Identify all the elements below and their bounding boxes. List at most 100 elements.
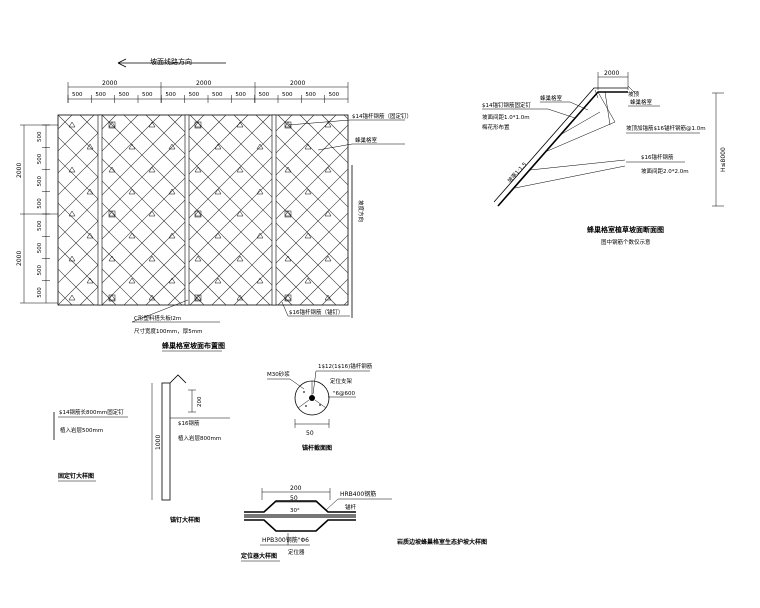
panel-seam <box>184 114 190 306</box>
fixing-nail-symbol <box>68 166 76 173</box>
plan-callout-joint-2: 尺寸宽度100mm，厚5mm <box>134 327 202 335</box>
fixing-nail-symbol <box>256 143 264 150</box>
fixing-nail-symbol <box>324 255 332 262</box>
fixing-nail-symbol <box>214 277 222 284</box>
direction-arrow <box>117 58 226 68</box>
fixing-nail-symbol <box>214 188 222 195</box>
anchor-label-1: $16钢筋 <box>178 419 200 427</box>
bolt-label-grout: M30砂浆 <box>267 370 290 378</box>
anchor-symbol <box>284 294 292 302</box>
plan-callout-bolt16: $16锚杆钢筋（锚钉） <box>289 308 344 316</box>
anchor-title: 锚钉大样图 <box>170 516 200 524</box>
section-label-top2: 蜂巢格室 <box>630 98 653 106</box>
plan-dim-sub: 500 <box>72 92 83 98</box>
section-label-fix1: $14锚钉钢筋固定钉 <box>482 101 531 109</box>
anchor-bar <box>161 382 171 501</box>
fixing-nail-symbol <box>304 188 312 195</box>
cell-mesh <box>57 114 349 306</box>
plan-dim-sub: 500 <box>165 92 176 98</box>
plan-dim-left-sub: 500 <box>37 131 43 142</box>
fixing-nail-symbol <box>256 188 264 195</box>
fixing-nail-symbol <box>108 294 116 301</box>
plan-callout-anchor: $14锚杆钢筋（固定钉） <box>352 112 412 120</box>
bolt-dim-50: 50 <box>306 430 314 437</box>
section-label-fix2: 坡面间距1.0*1.0m <box>482 113 530 121</box>
anchor-symbol <box>284 210 292 218</box>
fixing-nail-symbol <box>108 166 116 173</box>
anchor-symbol <box>194 294 202 302</box>
bolt-title: 锚杆截面图 <box>302 444 332 452</box>
fixing-nail-symbol <box>324 210 332 217</box>
fixing-nail-symbol <box>324 121 332 128</box>
anchor-symbol <box>108 294 116 302</box>
fixing-nail-symbol <box>236 294 244 301</box>
panel-seam <box>271 114 277 306</box>
fixing-nail-symbol <box>108 255 116 262</box>
fixing-nail-symbol <box>304 277 312 284</box>
nail-label-1: $14钢筋长800mm固定钉 <box>59 408 124 416</box>
fixing-nail-symbol <box>236 166 244 173</box>
section-anchors <box>514 91 626 189</box>
fixing-nail-symbol <box>128 143 136 150</box>
plan-dim-left-2: 2000 <box>16 251 23 266</box>
locator-label-loc: 定位器 <box>288 548 305 556</box>
fixing-nail-symbol <box>284 121 292 128</box>
fixing-nail-symbol <box>148 255 156 262</box>
plan-callout-cell: 蜂巢格室 <box>355 136 378 144</box>
fixing-nail-symbol <box>194 166 202 173</box>
section-note: 图中钢筋个数仅示意 <box>601 238 651 246</box>
plan-dim-sub: 500 <box>259 92 270 98</box>
fixing-nail-symbol <box>284 294 292 301</box>
plan-direction-label: 坡面线路方向 <box>150 57 192 66</box>
anchor-dim-1000: 1000 <box>155 435 162 450</box>
section-view: 2000 H≤8000 坡顶 蜂巢格室 蜂巢格室 $14锚钉钢筋固定钉 坡面间距… <box>482 70 727 246</box>
section-label-top1: 坡顶 <box>628 90 640 98</box>
plan-dim-sub: 500 <box>305 92 316 98</box>
fixing-nail-symbol <box>304 143 312 150</box>
plan-title: 蜂巢格室坡面布置图 <box>162 341 225 350</box>
fixing-nail-symbol <box>194 121 202 128</box>
locator-title: 定位器大样图 <box>240 552 277 560</box>
locator-dim-200: 200 <box>290 485 302 492</box>
plan-dim-left-sub: 500 <box>37 265 43 276</box>
anchor-symbol <box>108 121 116 129</box>
fixing-nail-symbol <box>168 188 176 195</box>
plan-dim-sub: 500 <box>95 92 106 98</box>
fixing-nail-symbol <box>324 294 332 301</box>
plan-dim-sub: 500 <box>119 92 130 98</box>
fixing-nail-symbol <box>86 277 94 284</box>
fixing-nail-symbol <box>256 232 264 239</box>
anchor-symbol <box>194 121 202 129</box>
anchor-dim-200: 200 <box>197 396 203 407</box>
anchor-symbol <box>194 210 202 218</box>
locator-core <box>244 514 356 518</box>
plan-dim-left-sub: 500 <box>37 287 43 298</box>
nail-label-2: 植入岩层500mm <box>60 426 103 434</box>
section-height: H≤8000 <box>720 147 727 172</box>
fixing-nail-symbol <box>86 232 94 239</box>
fixing-nail-symbol <box>108 210 116 217</box>
plan-dim-sub: 500 <box>189 92 200 98</box>
plan-dim-sub: 500 <box>235 92 246 98</box>
section-dim-top: 2000 <box>604 70 619 77</box>
fixing-nail-symbol <box>236 121 244 128</box>
fixing-nail-symbol <box>324 166 332 173</box>
plan-side-label: 坡度方向 <box>357 200 365 222</box>
locator-bar-top <box>244 500 356 513</box>
section-title: 蜂巢格室植草坡面断面图 <box>587 225 664 234</box>
fixing-nail-symbol <box>68 121 76 128</box>
bolt-bar <box>309 395 315 401</box>
fixing-nail-symbol <box>128 232 136 239</box>
fixing-nail-symbol <box>168 143 176 150</box>
locator-bar-bottom <box>244 519 356 532</box>
fixing-nail-symbol <box>128 277 136 284</box>
fixing-nail-symbol <box>236 210 244 217</box>
section-slope-ratio: 坡率1:1.5 <box>506 160 529 184</box>
section-label-bolt16-spacing: 坡面间距2.0*2.0m <box>641 167 689 175</box>
fixing-nail-symbol <box>284 210 292 217</box>
fixing-nail-symbol <box>194 294 202 301</box>
section-label-bolt16: $16锚杆钢筋 <box>641 153 674 161</box>
panel-seam <box>97 114 103 306</box>
fixing-nail-symbol <box>256 277 264 284</box>
plan-dim-left-sub: 500 <box>37 242 43 253</box>
